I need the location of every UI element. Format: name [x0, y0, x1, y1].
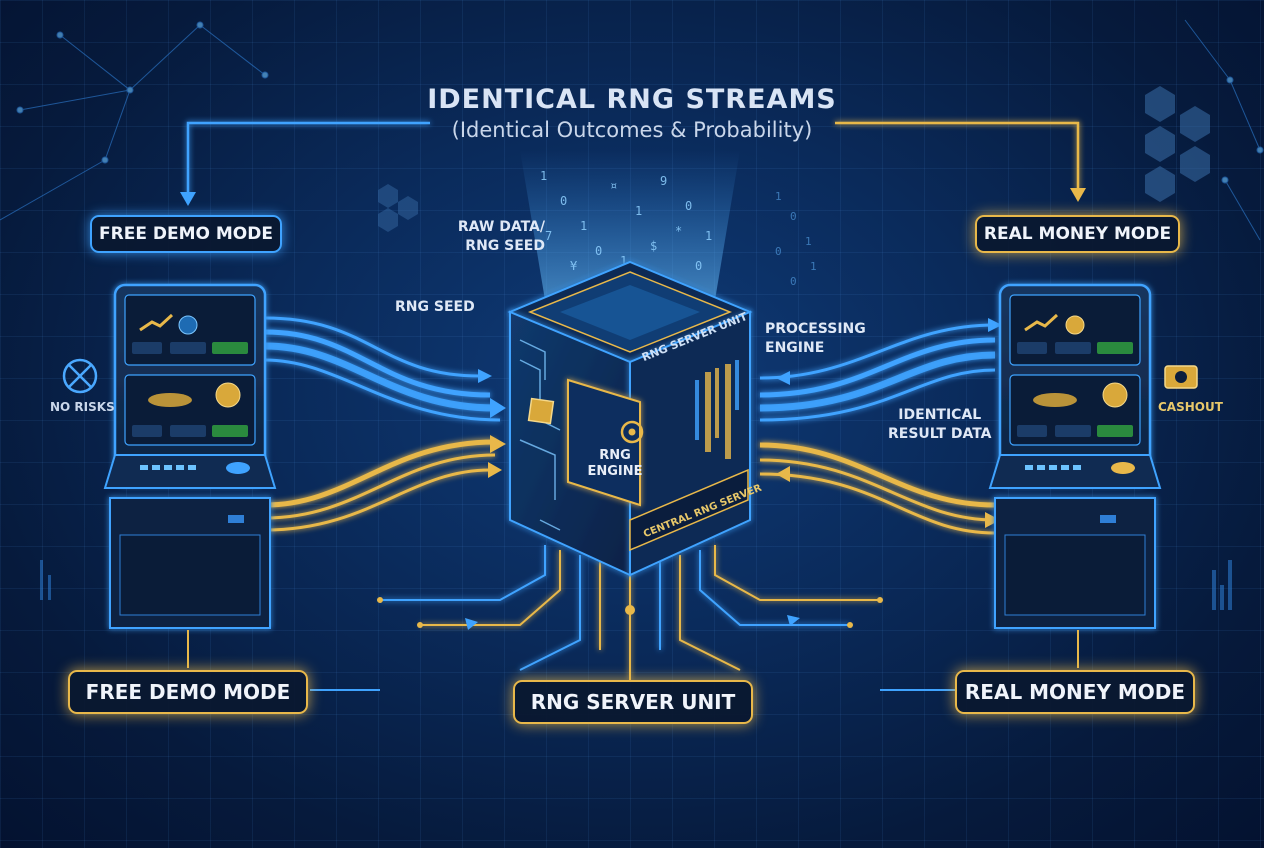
circuit-nodes — [377, 597, 883, 628]
svg-text:1: 1 — [580, 219, 587, 233]
data-beam — [520, 150, 740, 300]
label-rng-seed: RNG SEED — [395, 299, 475, 315]
hex-cluster-center — [378, 184, 418, 232]
blue-streams-right — [759, 323, 996, 422]
rng-engine-label: RNG ENGINE — [585, 448, 645, 480]
label-processing-line2: ENGINE — [765, 340, 825, 356]
svg-text:*: * — [675, 224, 682, 238]
svg-text:9: 9 — [660, 174, 667, 188]
rng-engine-line1: RNG — [599, 448, 631, 463]
svg-text:0: 0 — [685, 199, 692, 213]
badge-free-demo-top: FREE DEMO MODE — [90, 215, 282, 253]
rng-server-cube — [507, 260, 753, 577]
label-no-risks: NO RISKS — [50, 400, 115, 414]
top-arrow-left — [186, 121, 430, 196]
svg-text:¥: ¥ — [570, 259, 578, 273]
label-processing-engine: PROCESSING ENGINE — [765, 320, 866, 358]
top-arrow-right — [835, 121, 1080, 190]
svg-text:7: 7 — [545, 229, 552, 243]
no-risk-crossed-icon — [62, 358, 98, 394]
cash-money-icon — [1164, 365, 1198, 389]
circuit-arrowheads — [465, 615, 800, 630]
svg-text:1: 1 — [540, 169, 547, 183]
rng-engine-line2: ENGINE — [587, 464, 643, 479]
svg-text:$: $ — [650, 239, 657, 253]
svg-text:¤: ¤ — [610, 179, 617, 193]
label-raw-data-line1: RAW DATA/ — [457, 219, 545, 235]
left-arrowheads-blue — [478, 369, 506, 418]
deco-bars — [40, 560, 1232, 610]
badge-free-demo-bottom: FREE DEMO MODE — [68, 670, 308, 714]
svg-text:0: 0 — [790, 275, 797, 288]
label-raw-data: RAW DATA/ RNG SEED — [440, 218, 545, 256]
svg-text:1: 1 — [635, 204, 642, 218]
network-nodes-right — [1184, 19, 1264, 241]
binary-rain-side: 101 010 — [775, 190, 817, 288]
svg-text:0: 0 — [775, 245, 782, 258]
label-processing-line1: PROCESSING — [765, 321, 866, 337]
svg-text:0: 0 — [595, 244, 602, 258]
svg-text:1: 1 — [775, 190, 782, 203]
svg-text:0: 0 — [790, 210, 797, 223]
svg-text:1: 1 — [620, 254, 627, 268]
kiosk-left — [103, 283, 277, 629]
binary-rain: 101 ¤19 010 $1¥ 07* — [540, 169, 712, 273]
network-nodes-left — [0, 21, 269, 221]
label-identical-result: IDENTICAL RESULT DATA — [888, 406, 992, 444]
badge-real-money-bottom: REAL MONEY MODE — [955, 670, 1195, 714]
label-identical-line1: IDENTICAL — [898, 407, 982, 423]
label-identical-line2: RESULT DATA — [888, 426, 992, 442]
badge-real-money-top: REAL MONEY MODE — [975, 215, 1180, 253]
right-arrowheads-blue — [776, 318, 1002, 385]
label-cashout: CASHOUT — [1158, 400, 1223, 414]
hex-cluster-right — [1145, 86, 1210, 202]
chip-icon — [527, 397, 555, 425]
badge-rng-server-unit: RNG SERVER UNIT — [513, 680, 753, 724]
svg-text:0: 0 — [560, 194, 567, 208]
label-raw-data-line2: RNG SEED — [465, 238, 545, 254]
left-arrowheads-gold — [488, 435, 506, 478]
svg-text:1: 1 — [805, 235, 812, 248]
right-arrowheads-gold — [776, 466, 1000, 528]
gold-streams-right — [759, 442, 996, 535]
gold-streams-left — [264, 439, 496, 532]
diagram-subtitle: (Identical Outcomes & Probability) — [451, 118, 813, 142]
svg-text:1: 1 — [810, 260, 817, 273]
diagram-title: IDENTICAL RNG STREAMS — [427, 84, 837, 115]
svg-text:1: 1 — [705, 229, 712, 243]
svg-text:0: 0 — [695, 259, 702, 273]
gear-icon — [620, 420, 644, 444]
kiosk-right — [988, 283, 1162, 629]
blue-streams-left — [264, 316, 501, 422]
